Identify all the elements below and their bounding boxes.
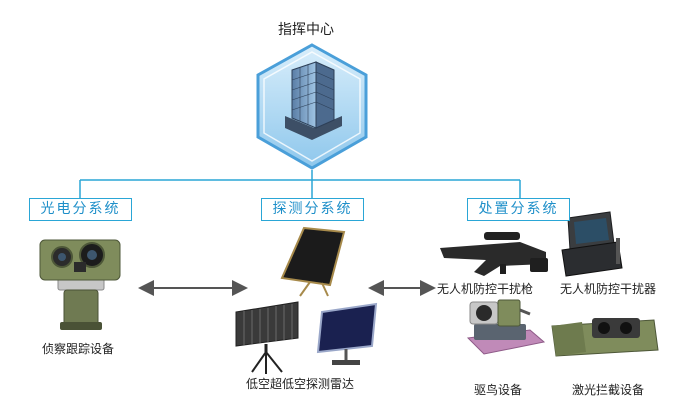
subsystem-eo-label: 光电分系统 <box>29 198 132 221</box>
device-label-jam-gun: 无人机防控干扰枪 <box>437 282 534 296</box>
command-center-title: 指挥中心 <box>278 22 334 38</box>
bird-repeller-icon <box>466 299 546 355</box>
laser-interceptor-icon <box>551 318 659 357</box>
device-label-bird: 驱鸟设备 <box>474 383 523 397</box>
eo-tracking-device-icon <box>39 239 121 330</box>
jamming-gun-icon <box>440 232 548 276</box>
device-label-jammer: 无人机防控干扰器 <box>560 282 657 296</box>
building-icon <box>285 61 342 140</box>
device-label-laser: 激光拦截设备 <box>572 383 645 397</box>
device-label-tracking: 侦察跟踪设备 <box>42 342 115 356</box>
subsystem-disposal-label: 处置分系统 <box>467 198 570 221</box>
subsystem-detection-label: 探测分系统 <box>261 198 364 221</box>
device-label-radar: 低空超低空探测雷达 <box>246 377 355 391</box>
jammer-case-icon <box>561 211 623 277</box>
array-radar-icon <box>235 301 299 374</box>
panel-radar-icon <box>316 302 378 365</box>
connector-tree <box>79 170 521 198</box>
flat-panel-radar-icon <box>280 226 346 297</box>
